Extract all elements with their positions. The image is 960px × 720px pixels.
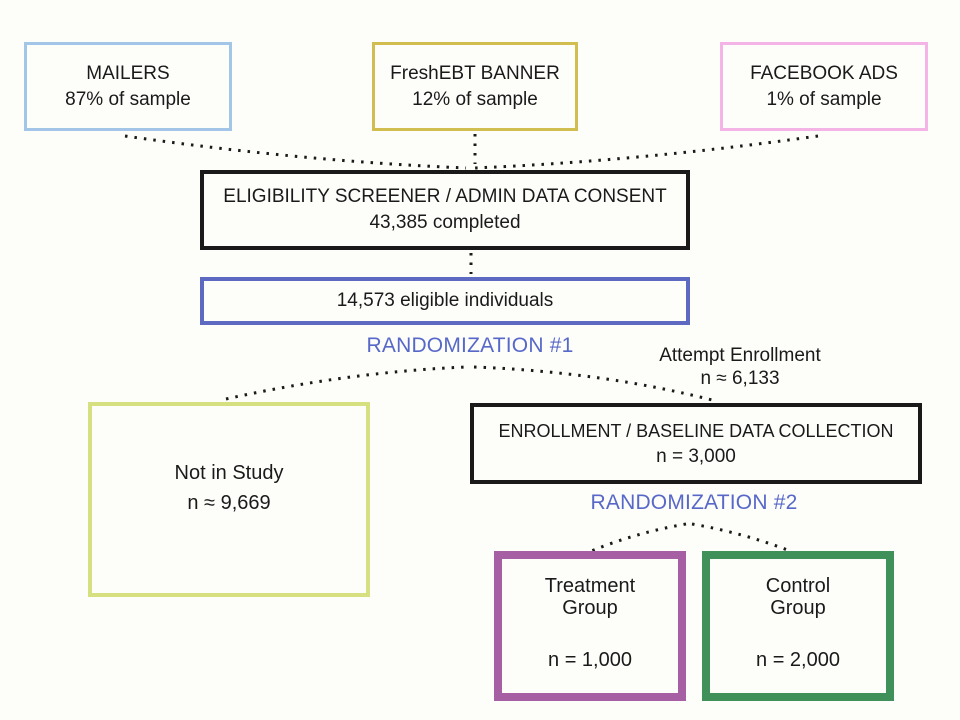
- control-group-count: n = 2,000: [756, 649, 840, 671]
- eligible-individuals-box: 14,573 eligible individuals: [200, 277, 690, 325]
- source-title: FreshEBT BANNER: [390, 62, 560, 84]
- not-in-study-label: Not in Study: [174, 462, 284, 484]
- control-group-box: Control Group n = 2,000: [702, 551, 894, 701]
- source-title: MAILERS: [86, 62, 170, 84]
- enrollment-count: n = 3,000: [656, 445, 736, 467]
- connector-rand1-to-not-in-study: [225, 365, 467, 401]
- attempt-enrollment-text: Attempt Enrollment: [659, 345, 821, 366]
- treatment-group-name-line1: Treatment: [544, 575, 636, 597]
- control-group-name-line2: Group: [770, 597, 826, 619]
- randomization-2-label: RANDOMIZATION #2: [590, 491, 798, 514]
- connector-facebook-to-screener: [473, 134, 819, 170]
- source-subtitle: 1% of sample: [766, 88, 882, 110]
- randomization-1-label: RANDOMIZATION #1: [366, 334, 574, 357]
- source-box-facebook-ads: FACEBOOK ADS 1% of sample: [720, 42, 928, 131]
- eligibility-screener-box: ELIGIBILITY SCREENER / ADMIN DATA CONSEN…: [200, 170, 690, 250]
- control-group-name-line1: Control: [765, 575, 831, 597]
- treatment-group-box: Treatment Group n = 1,000: [494, 551, 686, 701]
- attempt-enrollment-count: n ≈ 6,133: [700, 368, 780, 389]
- treatment-group-name-line2: Group: [562, 597, 618, 619]
- eligible-label: 14,573 eligible individuals: [336, 290, 554, 311]
- treatment-group-count: n = 1,000: [548, 649, 632, 671]
- source-title: FACEBOOK ADS: [750, 62, 898, 84]
- source-box-mailers: MAILERS 87% of sample: [24, 42, 232, 131]
- source-subtitle: 12% of sample: [412, 88, 538, 110]
- connector-rand2-to-control: [691, 522, 791, 553]
- enrollment-title: ENROLLMENT / BASELINE DATA COLLECTION: [498, 420, 894, 441]
- attempt-enrollment-annotation: Attempt Enrollment n ≈ 6,133: [640, 344, 840, 390]
- connector-rand2-to-treatment: [588, 522, 687, 554]
- source-box-freshebt-banner: FreshEBT BANNER 12% of sample: [372, 42, 578, 131]
- screener-count: 43,385 completed: [369, 212, 521, 233]
- source-subtitle: 87% of sample: [65, 88, 191, 110]
- not-in-study-box: Not in Study n ≈ 9,669: [88, 402, 370, 597]
- connector-mailers-to-screener: [124, 134, 467, 170]
- not-in-study-count: n ≈ 9,669: [187, 492, 271, 514]
- enrollment-baseline-box: ENROLLMENT / BASELINE DATA COLLECTION n …: [470, 403, 922, 484]
- screener-title: ELIGIBILITY SCREENER / ADMIN DATA CONSEN…: [223, 186, 667, 207]
